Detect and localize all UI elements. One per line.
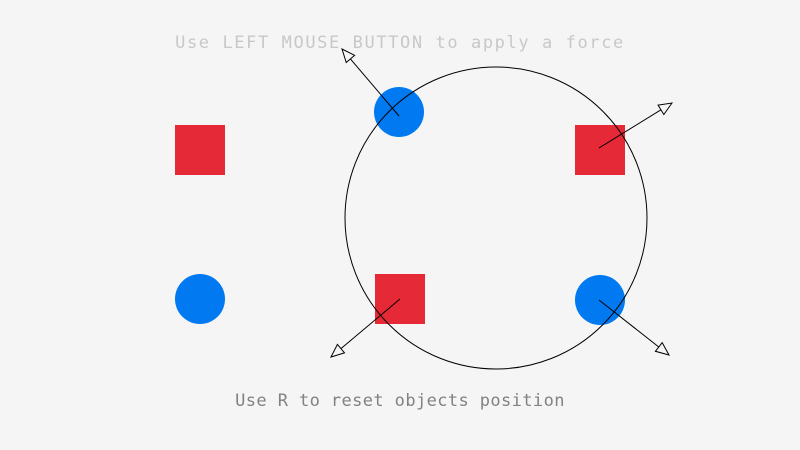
force-arrow-top-right-box-line <box>598 109 662 149</box>
blue-ball-bottom-left[interactable] <box>175 274 225 324</box>
hint-reset-position: Use R to reset objects position <box>235 391 565 411</box>
force-arrow-top-right-box-head-icon <box>657 102 674 116</box>
blue-ball-bottom-right[interactable] <box>575 275 625 325</box>
hint-apply-force: Use LEFT MOUSE BUTTON to apply a force <box>175 33 625 53</box>
force-arrow-top-ball-line <box>350 58 400 117</box>
force-arrow-bottom-box-head-icon <box>330 343 346 358</box>
force-arrow-top-ball-head-icon <box>341 48 356 64</box>
blue-ball-top[interactable] <box>374 87 424 137</box>
red-box-top-left[interactable] <box>175 125 225 175</box>
force-arrow-bottom-right-ball-head-icon <box>654 341 671 356</box>
red-box-top-right[interactable] <box>575 125 625 175</box>
force-arrow-bottom-box-line <box>340 298 401 350</box>
force-arrow-bottom-right-ball-line <box>598 299 660 348</box>
boundary-circle-outline[interactable] <box>344 66 648 370</box>
